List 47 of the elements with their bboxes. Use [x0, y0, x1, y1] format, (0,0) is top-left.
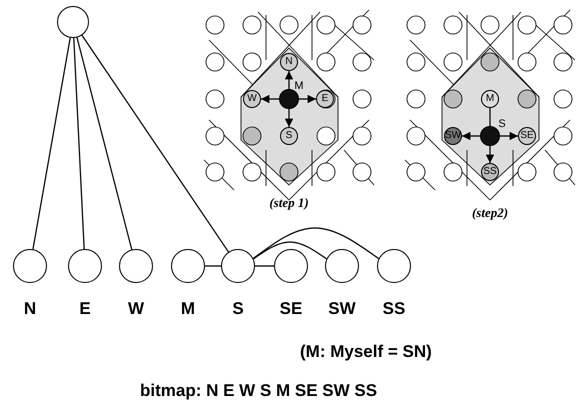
note: (M: Myself = SN) [300, 342, 432, 362]
node-label: N [24, 299, 36, 319]
node-label: S [232, 299, 244, 319]
arrow [299, 94, 316, 104]
arrow [284, 71, 294, 89]
caption: (step2) [472, 205, 508, 221]
arrow [486, 146, 494, 163]
connector-line [255, 265, 274, 267]
node-label: E [79, 299, 91, 319]
connector-line [81, 34, 229, 252]
connector-line [32, 38, 71, 250]
circle-label: SE [520, 131, 534, 141]
node-label: W [128, 299, 144, 319]
circle-label: E [322, 94, 328, 104]
circle-label: SS [483, 167, 497, 177]
connector-line [489, 108, 491, 126]
arrow [500, 132, 518, 140]
tree-node-circle [325, 249, 359, 283]
arrow [261, 94, 279, 104]
tree-node-circle [13, 249, 47, 283]
connector-line [76, 37, 132, 250]
tree-node-circle [377, 249, 411, 283]
tree-node-circle [274, 249, 308, 283]
node-label: SS [382, 299, 406, 319]
tree-node-circle [119, 249, 153, 283]
node-label: SE [280, 299, 302, 319]
arrow [284, 109, 294, 127]
node-label: M [294, 80, 304, 92]
circle-label: N [285, 57, 293, 67]
connector-line [253, 241, 327, 260]
node-label: SW [328, 299, 356, 319]
caption: (step 1) [269, 195, 309, 211]
connector-line [252, 227, 380, 260]
tree-node-circle [68, 249, 102, 283]
bitmap-label: bitmap: N E W S M SE SW SS [140, 381, 378, 401]
tree-node-circle [57, 6, 89, 38]
circle-label: SW [444, 131, 462, 141]
tree-node-circle [221, 249, 255, 283]
circle-label: W [247, 94, 257, 104]
circle-label: M [486, 94, 494, 104]
arrow [462, 132, 480, 140]
circle-label: S [286, 131, 292, 141]
node-label: M [180, 299, 196, 319]
connector-line [73, 38, 85, 250]
node-label: S [498, 118, 506, 130]
connector-line [205, 265, 221, 267]
tree-node-circle [171, 249, 205, 283]
